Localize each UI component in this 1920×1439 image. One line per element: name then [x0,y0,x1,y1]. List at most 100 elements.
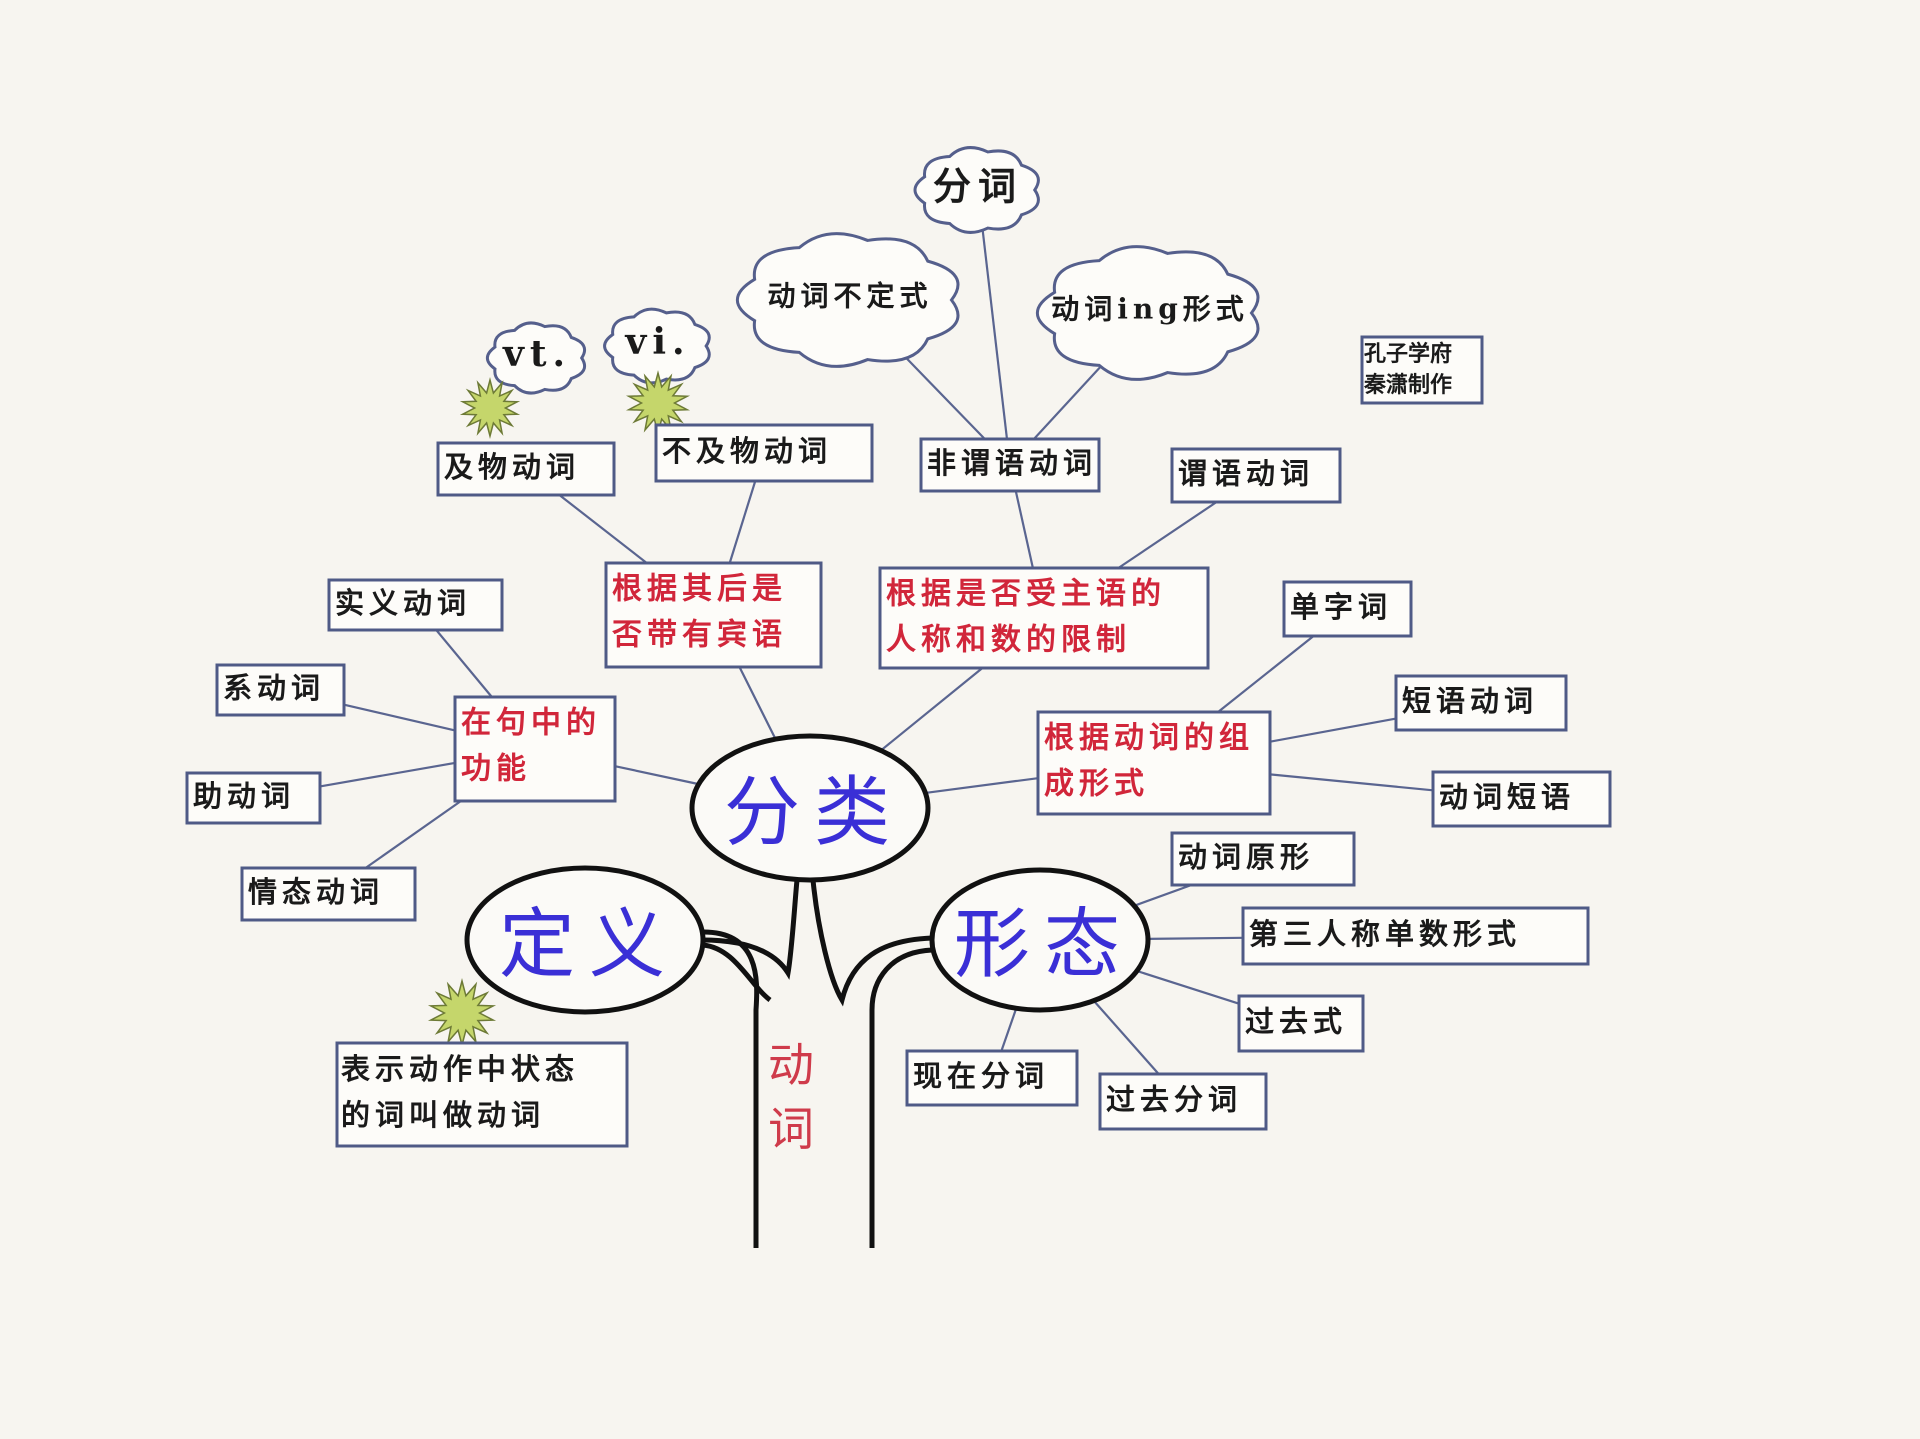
leaf-past-tense[interactable]: 过去式 [1237,994,1365,1053]
leaf-finite-verb[interactable]: 谓语动词 [1170,447,1342,504]
leaf-phrasal-verb[interactable]: 短语动词 [1394,674,1568,732]
leaf-past-participle[interactable]: 过去分词 [1098,1072,1268,1131]
trunk-label: 动词 [768,1038,822,1156]
leaf-third-person-singular[interactable]: 第三人称单数形式 [1241,906,1590,966]
criteria-text-line: 根据动词的组 [1044,721,1254,756]
leaf-single-word[interactable]: 单字词 [1282,580,1413,638]
leaf-nonfinite-verb[interactable]: 非谓语动词 [919,437,1101,493]
leaf-label: 短语动词 [1402,684,1538,718]
cloud-infinitive[interactable]: 动词不定式 [736,232,960,368]
criteria-box [453,695,617,803]
leaf-box [215,663,346,717]
connector-line [900,351,986,440]
cloud-shape [736,232,960,368]
cloud-vt[interactable]: vt. [485,321,586,395]
criteria-text-line: 根据其后是 [612,572,787,607]
leaf-verb-phrase[interactable]: 动词短语 [1431,770,1612,828]
hub-definition[interactable]: 定义 [464,865,706,1015]
connector-line [981,228,1009,440]
connector-line [1033,365,1102,440]
tree-trunk [699,879,933,1248]
trunk-branch-definition [701,879,800,980]
leaf-box [1170,447,1342,504]
trunk-left-inner [702,942,772,1002]
leaf-label: 第三人称单数形式 [1249,917,1521,951]
hub-classification[interactable]: 分类 [689,733,931,883]
criteria-box [1036,710,1272,816]
leaf-present-participle[interactable]: 现在分词 [905,1049,1079,1107]
trunk-right-outer [869,947,933,1248]
trunk-branch-forms [810,879,933,1007]
connector-line [1269,717,1397,743]
credit-box-border [1360,335,1484,405]
criteria-text-line: 否带有宾语 [612,618,787,653]
leaf-nodes: 实义动词系动词助动词情态动词 及物动词 不及物动词非谓语动词 谓语动词单字词短语动词动… [185,423,1612,1148]
leaf-label: 及物动词 [444,450,580,484]
hub-label: 分类 [724,768,904,857]
connector-line [614,765,699,786]
leaf-box [1241,906,1590,966]
connector-line [1092,999,1160,1075]
leaf-label: 单字词 [1290,590,1392,624]
hub-forms[interactable]: 形态 [929,867,1151,1013]
credit-text-line: 秦潇制作 [1363,372,1452,398]
connector-line [558,494,648,564]
leaf-base-form[interactable]: 动词原形 [1170,831,1356,887]
starburst-icon [459,377,521,439]
cloud-shape [913,146,1040,234]
hub-label: 形态 [954,900,1134,989]
leaf-notional-verb[interactable]: 实义动词 [327,578,504,632]
leaf-box [185,771,322,825]
cloud-gerund[interactable]: 动词ing形式 [1036,245,1260,381]
cloud-label: 分词 [933,164,1023,209]
leaf-auxiliary-verb[interactable]: 助动词 [185,771,322,825]
leaf-label: 现在分词 [913,1059,1049,1093]
connection-lines [319,228,1434,1075]
trunk-label-char: 词 [768,1102,822,1156]
connector-line [1000,1007,1018,1052]
leaf-label: 动词原形 [1178,840,1314,874]
connector-line [364,800,462,869]
criteria-text-line: 在句中的 [461,706,601,741]
leaf-box [1237,994,1365,1053]
leaf-box [1282,580,1413,638]
leaf-box [1394,674,1568,732]
leaf-text-line: 表示动作中状态 [341,1052,579,1086]
hub-ellipse [689,733,931,883]
leaf-intransitive-verb[interactable]: 不及物动词 [654,423,874,483]
leaf-modal-verb[interactable]: 情态动词 [240,866,417,922]
trunk-left-outer [699,929,760,1248]
criteria-text-line: 功能 [461,752,531,787]
leaf-label: 助动词 [193,779,295,813]
leaf-text-line: 的词叫做动词 [341,1098,545,1132]
leaf-linking-verb[interactable]: 系动词 [215,663,346,717]
leaf-transitive-verb[interactable]: 及物动词 [436,441,616,497]
trunk-label-char: 动 [768,1038,822,1092]
connector-line [738,666,777,740]
leaf-box [1431,770,1612,828]
cloud-shape [603,307,711,385]
leaf-box [654,423,874,483]
criteria-box [878,566,1210,670]
credit-text-line: 孔子学府 [1364,341,1452,367]
cloud-participle[interactable]: 分词 [913,146,1040,234]
leaf-box [919,437,1101,493]
connector-line [1014,490,1034,569]
connector-line [1217,635,1315,713]
cloud-vi[interactable]: vi. [603,307,711,385]
connector-line [880,667,984,752]
criteria-text-line: 成形式 [1044,767,1149,802]
leaf-box [335,1041,629,1148]
leaf-label: 情态动词 [248,875,384,909]
leaf-box [240,866,417,922]
